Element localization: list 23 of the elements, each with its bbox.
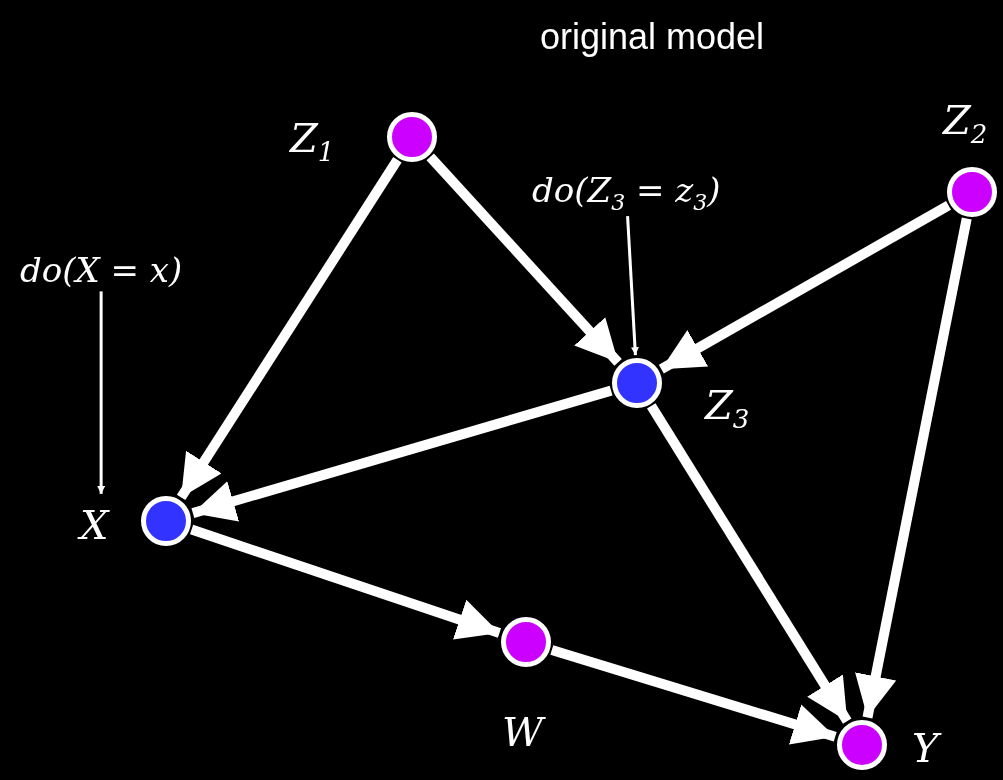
node-label: Z$_{2}$ <box>943 100 988 147</box>
arrow <box>626 216 639 356</box>
title: original model <box>540 16 765 58</box>
arrow <box>190 524 502 640</box>
graph-node <box>612 358 662 408</box>
arrow <box>191 385 613 522</box>
arrow <box>647 403 852 724</box>
arrow <box>855 217 972 719</box>
graph-node <box>141 496 191 546</box>
node-label: Z$_{1}$ <box>290 118 335 165</box>
intervention-label: do(Z$_{3}$ = z$_{3}$) <box>532 172 721 215</box>
graph-node <box>837 720 887 770</box>
arrow <box>550 645 837 745</box>
arrow <box>426 153 622 366</box>
intervention-label: do(X = x) <box>20 252 183 290</box>
graph-node <box>387 112 437 162</box>
graph-node <box>947 167 997 217</box>
arrow <box>97 291 105 494</box>
node-label: Z$_{3}$ <box>705 385 750 432</box>
graph-node <box>501 617 551 667</box>
arrow <box>658 201 952 374</box>
arrow <box>176 157 402 501</box>
node-label: W <box>502 712 544 752</box>
